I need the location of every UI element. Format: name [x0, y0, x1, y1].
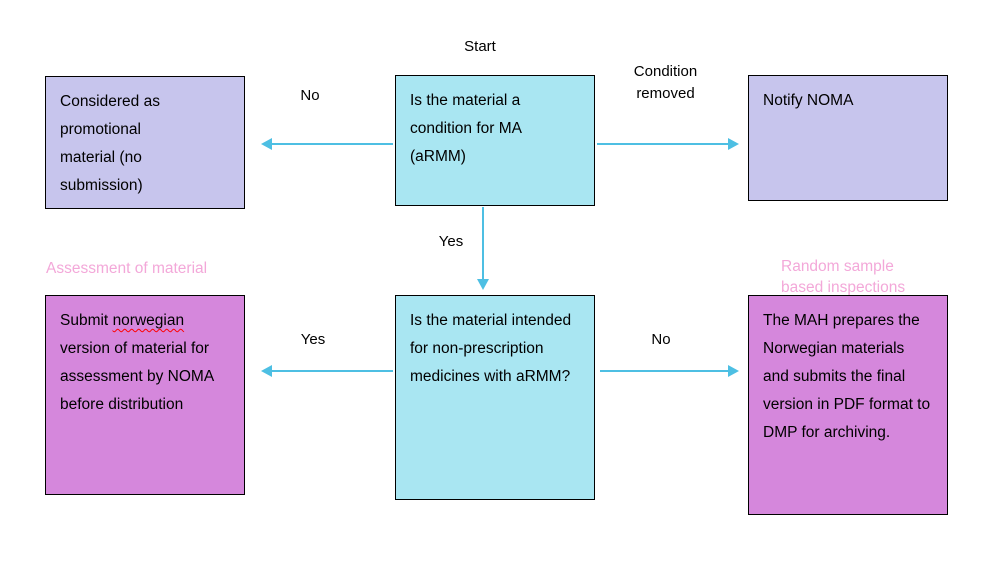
arrow-yes-down-head-icon: [477, 279, 489, 290]
edge-label-yes-down: Yes: [438, 233, 464, 250]
arrow-condition-removed-head-icon: [728, 138, 739, 150]
arrow-no-right-head-icon: [728, 365, 739, 377]
node-decision-condition-for-ma-text: Is the material a condition for MA (aRMM…: [410, 92, 522, 165]
arrow-yes-left-line: [272, 370, 393, 372]
node-mah-prepares: The MAH prepares the Norwegian materials…: [748, 295, 948, 515]
node-decision-nonprescription: Is the material intended for non-prescri…: [395, 295, 595, 500]
arrow-no-left-head-icon: [261, 138, 272, 150]
node-decision-condition-for-ma: Is the material a condition for MA (aRMM…: [395, 75, 595, 206]
node-notify-noma: Notify NOMA: [748, 75, 948, 201]
node-submit-text-pre: Submit: [60, 312, 113, 329]
edge-label-no-top: No: [300, 87, 320, 104]
start-label: Start: [464, 38, 496, 55]
node-submit-misspelled-word: norwegian: [112, 312, 185, 329]
arrow-no-left-line: [272, 143, 393, 145]
annotation-assessment-of-material: Assessment of material: [46, 260, 208, 277]
arrow-yes-left-head-icon: [261, 365, 272, 377]
arrow-no-right-line: [600, 370, 728, 372]
annotation-random-sample-inspections: Random sample based inspections: [781, 258, 906, 296]
node-promotional-material: Considered as promotional material (no s…: [45, 76, 245, 209]
node-submit-text-post: version of material for assessment by NO…: [60, 340, 214, 413]
node-notify-noma-text: Notify NOMA: [763, 92, 854, 109]
edge-label-yes-bottom: Yes: [300, 331, 326, 348]
edge-label-condition-removed: Condition removed: [633, 63, 698, 102]
node-promotional-material-text: Considered as promotional material (no s…: [60, 93, 160, 194]
node-submit-norwegian-version: Submit norwegian version of material for…: [45, 295, 245, 495]
arrow-condition-removed-line: [597, 143, 728, 145]
node-decision-nonprescription-text: Is the material intended for non-prescri…: [410, 312, 572, 385]
node-mah-prepares-text: The MAH prepares the Norwegian materials…: [763, 312, 931, 441]
arrow-yes-down-line: [482, 207, 484, 279]
edge-label-no-bottom: No: [651, 331, 671, 348]
